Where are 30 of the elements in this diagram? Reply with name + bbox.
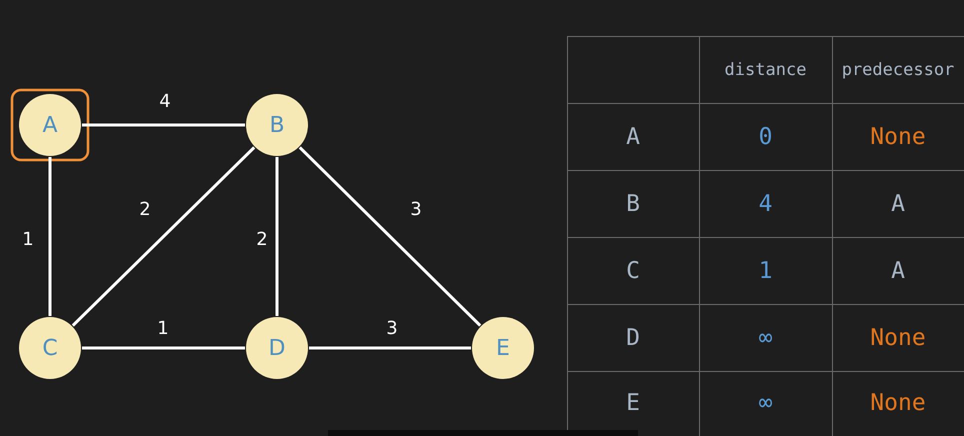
- table-value: None: [869, 122, 927, 152]
- table-value: None: [869, 324, 927, 352]
- table-value: ∞: [758, 324, 774, 352]
- graph-edge: [276, 157, 278, 316]
- node-label: D: [268, 336, 286, 360]
- graph-edge: [72, 146, 256, 327]
- table-value: 1: [758, 256, 774, 286]
- table-value: 4: [758, 190, 774, 218]
- table-value: B: [625, 190, 641, 218]
- table-value: 0: [758, 122, 774, 152]
- graph-edge: [309, 346, 471, 350]
- table-value: ∞: [758, 389, 774, 418]
- table-value: A: [625, 122, 641, 152]
- node-label: B: [269, 112, 285, 138]
- graph-edge: [298, 146, 482, 327]
- graph-node-circle: [246, 94, 308, 156]
- node-label: C: [42, 336, 58, 360]
- table-value: None: [869, 389, 927, 418]
- column-header: distance: [724, 58, 808, 82]
- table-value: A: [890, 190, 906, 218]
- graph-edge: [82, 124, 245, 126]
- table-value: A: [890, 256, 906, 286]
- node-label: E: [496, 336, 510, 360]
- table-value: E: [625, 389, 641, 418]
- graph-edge: [82, 346, 245, 350]
- graph-edge: [48, 157, 52, 316]
- table-value: D: [625, 324, 641, 352]
- column-header: predecessor: [840, 58, 956, 82]
- table-value: C: [625, 256, 641, 286]
- node-label: A: [42, 112, 58, 138]
